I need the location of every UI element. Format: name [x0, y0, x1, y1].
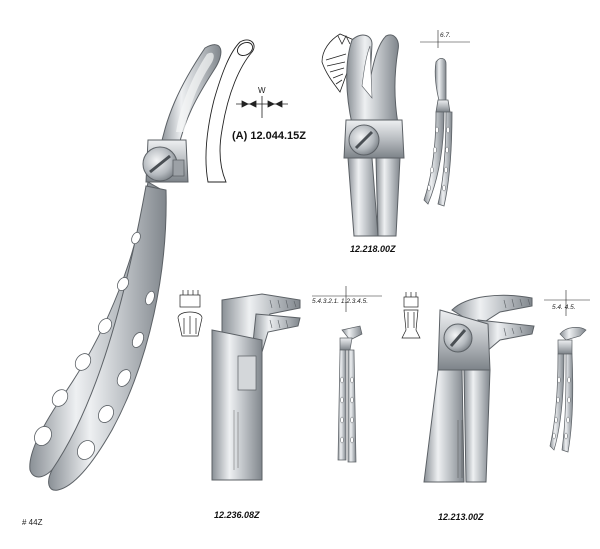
forceps-218-tooth-numbers: 6.7.	[440, 32, 451, 39]
width-label: W	[258, 86, 266, 95]
forceps-218-catalog-label: 12.218.00Z	[350, 244, 396, 254]
forceps-236-tooth-numbers: 5.4.3.2.1. 1.2.3.4.5.	[312, 298, 369, 305]
forceps-213-catalog-label: 12.213.00Z	[438, 512, 484, 522]
forceps-236-catalog-label: 12.236.08Z	[214, 510, 260, 520]
main-forceps-catalog-label: (A) 12.044.15Z	[232, 130, 306, 142]
main-forceps-footer-code: # 44Z	[22, 518, 43, 527]
forceps-213-tooth-numbers: 5.4. 4.5.	[552, 304, 576, 311]
